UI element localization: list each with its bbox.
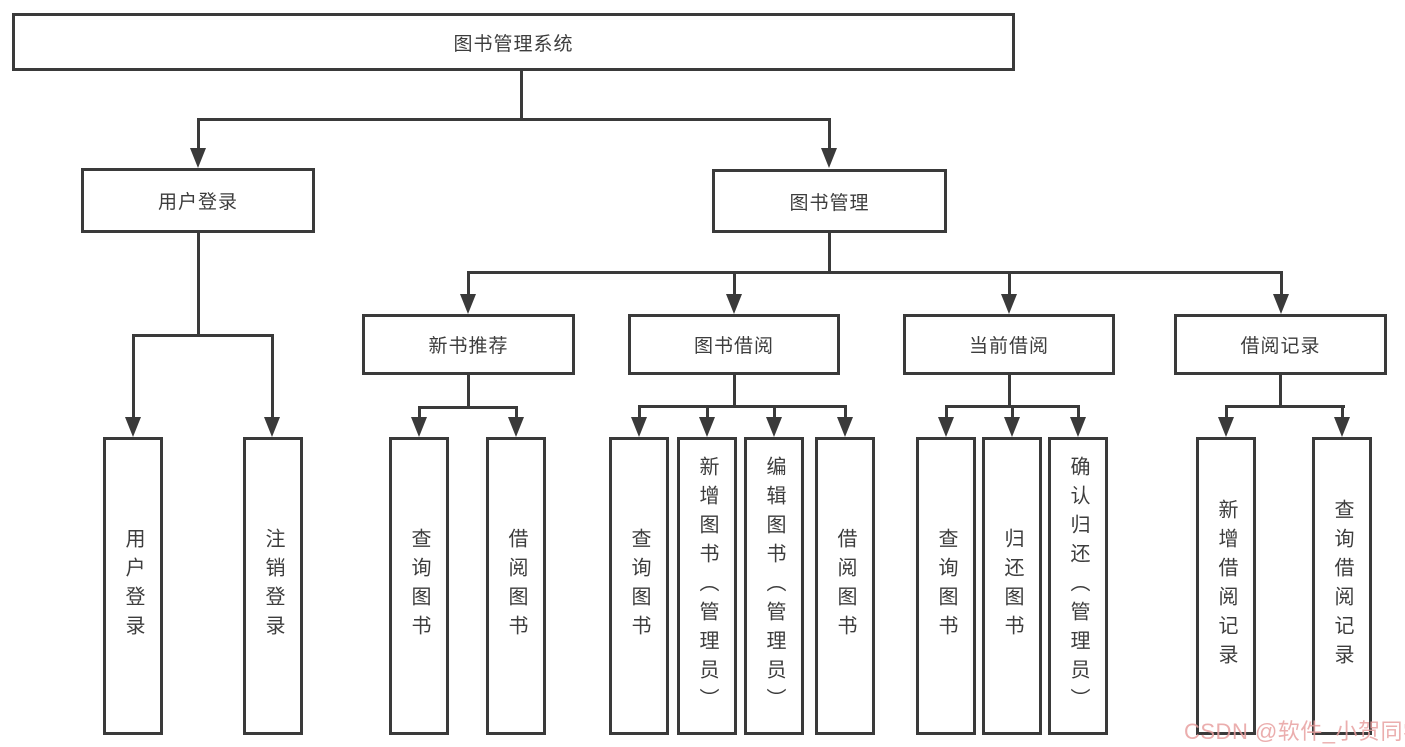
- connector-line: [638, 405, 846, 408]
- arrow-down-icon: [1334, 417, 1350, 437]
- arrow-down-icon: [938, 417, 954, 437]
- arrow-down-icon: [1004, 417, 1020, 437]
- connector-line: [828, 118, 831, 150]
- connector-line: [271, 334, 274, 418]
- arrow-down-icon: [508, 417, 524, 437]
- node-library-management-system: 图书管理系统: [12, 13, 1015, 71]
- connector-line: [132, 334, 135, 418]
- connector-line: [1011, 405, 1014, 419]
- connector-line: [1279, 375, 1282, 408]
- leaf-label: 查询图书: [628, 528, 650, 644]
- leaf-label: 借阅图书: [834, 528, 856, 644]
- connector-line: [1225, 405, 1345, 408]
- leaf-return-books: 归还图书: [982, 437, 1042, 735]
- connector-line: [418, 406, 421, 419]
- connector-line: [844, 405, 847, 419]
- leaf-label: 查询借阅记录: [1331, 499, 1353, 673]
- connector-line: [467, 271, 1283, 274]
- connector-line: [733, 375, 736, 408]
- connector-line: [515, 406, 518, 419]
- node-current-borrowing: 当前借阅: [903, 314, 1115, 375]
- arrow-down-icon: [1218, 417, 1234, 437]
- connector-line: [1225, 405, 1228, 419]
- connector-line: [197, 233, 200, 336]
- leaf-borrow-books: 借阅图书: [815, 437, 875, 735]
- connector-line: [1280, 271, 1283, 296]
- csdn-watermark: CSDN @软件_小贺同学: [1184, 719, 1405, 744]
- leaf-label: 确认归还（管理员）: [1067, 455, 1089, 717]
- arrow-down-icon: [411, 417, 427, 437]
- connector-line: [828, 233, 831, 273]
- arrow-down-icon: [631, 417, 647, 437]
- arrow-down-icon: [125, 417, 141, 437]
- arrow-down-icon: [837, 417, 853, 437]
- leaf-label: 借阅图书: [505, 528, 527, 644]
- leaf-label: 新增借阅记录: [1215, 499, 1237, 673]
- leaf-add-books-admin: 新增图书（管理员）: [677, 437, 737, 735]
- arrow-down-icon: [699, 417, 715, 437]
- leaf-label: 查询图书: [935, 528, 957, 644]
- connector-line: [197, 118, 831, 121]
- leaf-edit-books-admin: 编辑图书（管理员）: [744, 437, 804, 735]
- connector-line: [945, 405, 948, 419]
- leaf-query-books-current: 查询图书: [916, 437, 976, 735]
- connector-line: [197, 118, 200, 150]
- leaf-add-borrow-record: 新增借阅记录: [1196, 437, 1256, 735]
- leaf-label: 用户登录: [122, 528, 144, 644]
- arrow-down-icon: [726, 294, 742, 314]
- arrow-down-icon: [766, 417, 782, 437]
- connector-line: [132, 334, 274, 337]
- leaf-label: 查询图书: [408, 528, 430, 644]
- leaf-query-borrow-record: 查询借阅记录: [1312, 437, 1372, 735]
- leaf-logout: 注销登录: [243, 437, 303, 735]
- connector-line: [1008, 375, 1011, 408]
- leaf-borrow-books-recommend: 借阅图书: [486, 437, 546, 735]
- leaf-query-books-recommend: 查询图书: [389, 437, 449, 735]
- arrow-down-icon: [821, 148, 837, 168]
- connector-line: [706, 405, 709, 419]
- connector-line: [1341, 405, 1344, 419]
- arrow-down-icon: [460, 294, 476, 314]
- leaf-user-login: 用户登录: [103, 437, 163, 735]
- arrow-down-icon: [1273, 294, 1289, 314]
- arrow-down-icon: [1070, 417, 1086, 437]
- connector-line: [1008, 271, 1011, 296]
- leaf-label: 注销登录: [262, 528, 284, 644]
- arrow-down-icon: [1001, 294, 1017, 314]
- leaf-confirm-return-admin: 确认归还（管理员）: [1048, 437, 1108, 735]
- connector-line: [467, 375, 470, 409]
- node-new-book-recommendation: 新书推荐: [362, 314, 575, 375]
- connector-line: [467, 271, 470, 296]
- arrow-down-icon: [190, 148, 206, 168]
- leaf-label: 新增图书（管理员）: [696, 455, 718, 717]
- connector-line: [773, 405, 776, 419]
- node-book-management: 图书管理: [712, 169, 947, 233]
- arrow-down-icon: [264, 417, 280, 437]
- connector-line: [733, 271, 736, 296]
- leaf-label: 编辑图书（管理员）: [763, 455, 785, 717]
- connector-line: [520, 71, 523, 120]
- connector-line: [418, 406, 518, 409]
- node-book-borrowing: 图书借阅: [628, 314, 840, 375]
- leaf-query-books-borrowing: 查询图书: [609, 437, 669, 735]
- leaf-label: 归还图书: [1001, 528, 1023, 644]
- node-user-login: 用户登录: [81, 168, 315, 233]
- connector-line: [1077, 405, 1080, 419]
- node-borrowing-records: 借阅记录: [1174, 314, 1387, 375]
- connector-line: [638, 405, 641, 419]
